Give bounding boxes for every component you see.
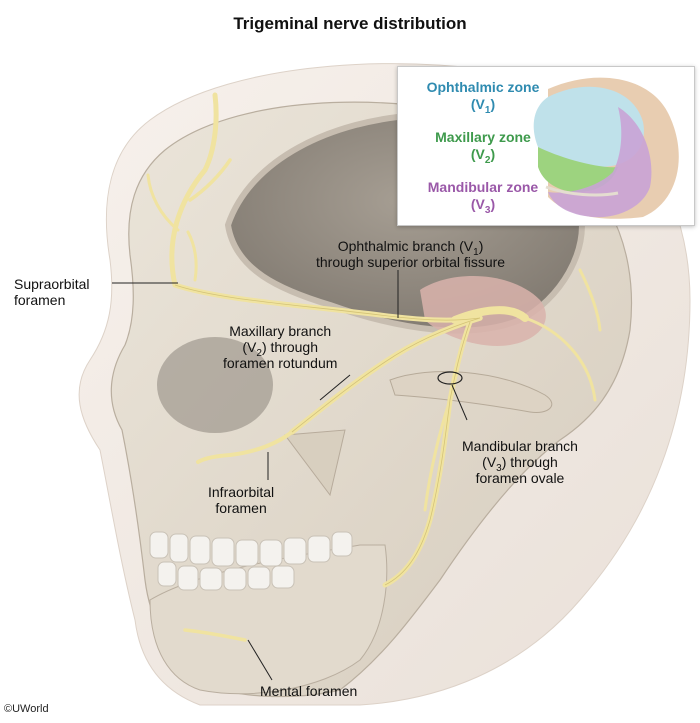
label-ophthalmic-branch: Ophthalmic branch (V1) through superior … bbox=[316, 238, 506, 270]
label-mental-foramen: Mental foramen bbox=[260, 683, 358, 699]
eye-orbit bbox=[157, 337, 273, 433]
zone-maxillary: Maxillary zone (V2) bbox=[435, 129, 531, 166]
label-maxillary-branch: Maxillary branch (V2) through foramen ro… bbox=[223, 323, 338, 371]
nerve-outlines bbox=[174, 284, 481, 586]
maxillary-cut bbox=[284, 429, 346, 497]
zone-ophthalmic: Ophthalmic zone (V1) bbox=[426, 79, 540, 116]
label-supraorbital-line2: foramen bbox=[14, 292, 66, 308]
label-supraorbital: Supraorbital foramen bbox=[14, 276, 90, 308]
foramen-ovale-marker bbox=[437, 371, 463, 385]
leader-lines bbox=[112, 270, 468, 681]
page-title: Trigeminal nerve distribution bbox=[233, 14, 467, 33]
label-supraorbital-line1: Supraorbital bbox=[14, 276, 90, 292]
mini-skull bbox=[533, 77, 679, 219]
zone-inset: Ophthalmic zone (V1) Maxillary zone (V2)… bbox=[397, 66, 695, 226]
copyright: ©UWorld bbox=[4, 703, 49, 715]
label-mandibular-branch: Mandibular branch (V3) through foramen o… bbox=[462, 438, 578, 486]
teeth bbox=[149, 531, 353, 591]
label-infraorbital: Infraorbital foramen bbox=[208, 484, 275, 516]
zone-mandibular: Mandibular zone (V3) bbox=[427, 179, 539, 216]
